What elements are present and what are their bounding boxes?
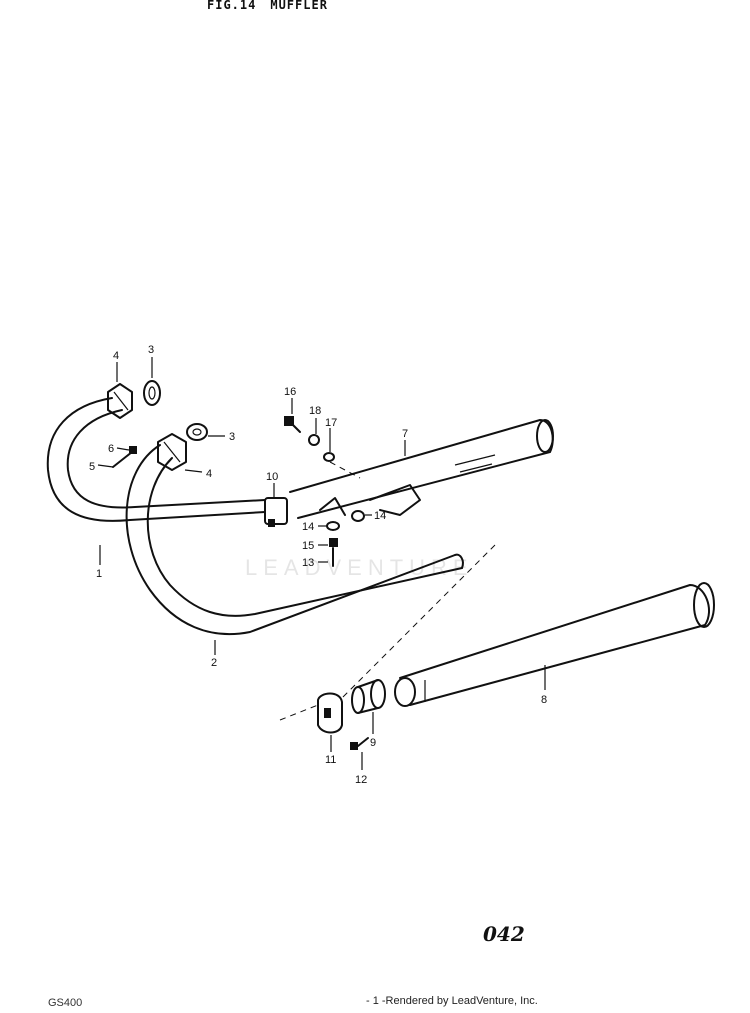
callout-15: 15 — [302, 540, 314, 552]
callout-14a: 14 — [302, 521, 314, 533]
callout-18: 18 — [309, 405, 321, 417]
callout-1: 1 — [96, 568, 102, 580]
callout-4b: 4 — [206, 468, 212, 480]
figure-title: FIG.14 MUFFLER — [207, 0, 342, 12]
callout-9: 9 — [370, 737, 376, 749]
flange-nut-4a — [107, 383, 133, 419]
callout-6: 6 — [108, 443, 114, 455]
callout-10: 10 — [266, 471, 278, 483]
gasket-3a — [143, 380, 161, 406]
gasket-3b — [186, 423, 208, 441]
figure-name: MUFFLER — [270, 0, 328, 12]
callout-5: 5 — [89, 461, 95, 473]
clamp-10 — [264, 497, 288, 527]
callout-14b: 14 — [374, 510, 386, 522]
callout-12: 12 — [355, 774, 367, 786]
bolt-5 — [112, 446, 137, 468]
callout-13: 13 — [302, 557, 314, 569]
callout-3b: 3 — [229, 431, 235, 443]
muffler-7 — [289, 419, 554, 519]
model-code: GS400 — [48, 997, 83, 1009]
clamp-11 — [317, 692, 343, 734]
leader-lines — [97, 357, 546, 770]
callout-4a: 4 — [113, 350, 119, 362]
callout-17: 17 — [325, 417, 337, 429]
callout-8: 8 — [541, 694, 547, 706]
footer-credit: - 1 -Rendered by LeadVenture, Inc. — [366, 995, 538, 1007]
muffler-8 — [394, 582, 715, 707]
callout-11: 11 — [325, 754, 336, 766]
page-code: 042 — [483, 922, 525, 946]
muffler-joint-9 — [351, 679, 386, 714]
exhaust-pipe-1 — [46, 397, 266, 522]
flange-nut-4b — [157, 433, 187, 471]
callout-3a: 3 — [148, 344, 154, 356]
mounting-hardware — [284, 416, 365, 567]
figure-number: FIG.14 — [207, 0, 257, 12]
callout-7: 7 — [402, 428, 408, 440]
exhaust-pipe-2 — [125, 444, 464, 636]
callout-2: 2 — [211, 657, 217, 669]
callout-16: 16 — [284, 386, 296, 398]
bolt-12 — [350, 737, 369, 750]
